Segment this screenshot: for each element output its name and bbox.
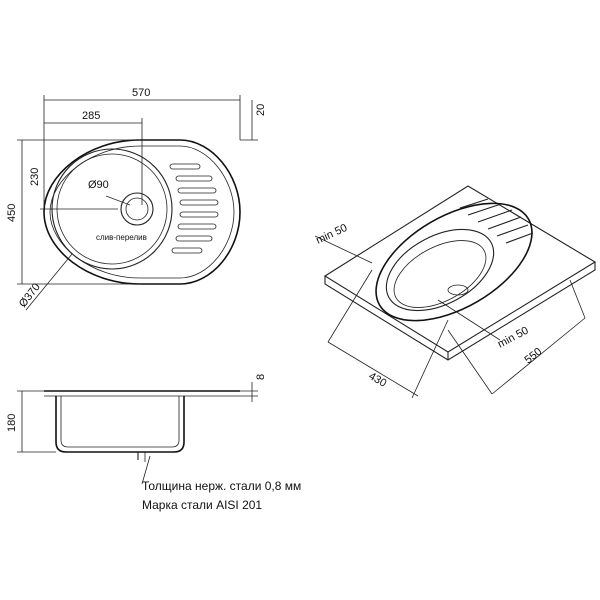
dim-depth: 180 [6, 414, 18, 432]
drainboard-ribs [169, 163, 219, 254]
bowl-profile [55, 396, 185, 453]
sink-rim-inner [49, 145, 235, 279]
dim-rim-top: 20 [255, 104, 267, 116]
dim-rim-side: 8 [255, 374, 267, 380]
note-thickness: Толщина нерж. стали 0,8 мм [142, 479, 301, 493]
dim-width: 570 [132, 87, 150, 99]
drain-circle [120, 192, 154, 226]
dim-cut-depth: 430 [367, 370, 389, 390]
notes: Толщина нерж. стали 0,8 мм Марка стали A… [142, 479, 301, 512]
top-view: 570 285 20 450 230 Ø90 слив-перелив Ø370 [6, 87, 267, 311]
drain-diameter: Ø90 [88, 179, 109, 191]
bowl-iso [385, 228, 495, 312]
dim-cut-width: 550 [522, 346, 544, 367]
drainboard-ribs-iso [459, 198, 534, 244]
sink-rim-iso [375, 202, 533, 322]
drain-inner-circle [125, 197, 149, 221]
dim-half-width: 285 [82, 110, 100, 122]
isometric-view: min 50 min 50 430 550 [314, 185, 597, 399]
drain-label: слив-перелив [96, 233, 147, 242]
min-right: min 50 [496, 325, 531, 351]
drain-iso [447, 284, 469, 296]
countertop [323, 185, 597, 353]
min-left: min 50 [314, 222, 349, 247]
dim-height: 450 [6, 204, 18, 222]
dim-offset: 230 [29, 168, 41, 186]
side-view: 8 180 [6, 374, 267, 485]
note-grade: Марка стали AISI 201 [142, 498, 262, 512]
